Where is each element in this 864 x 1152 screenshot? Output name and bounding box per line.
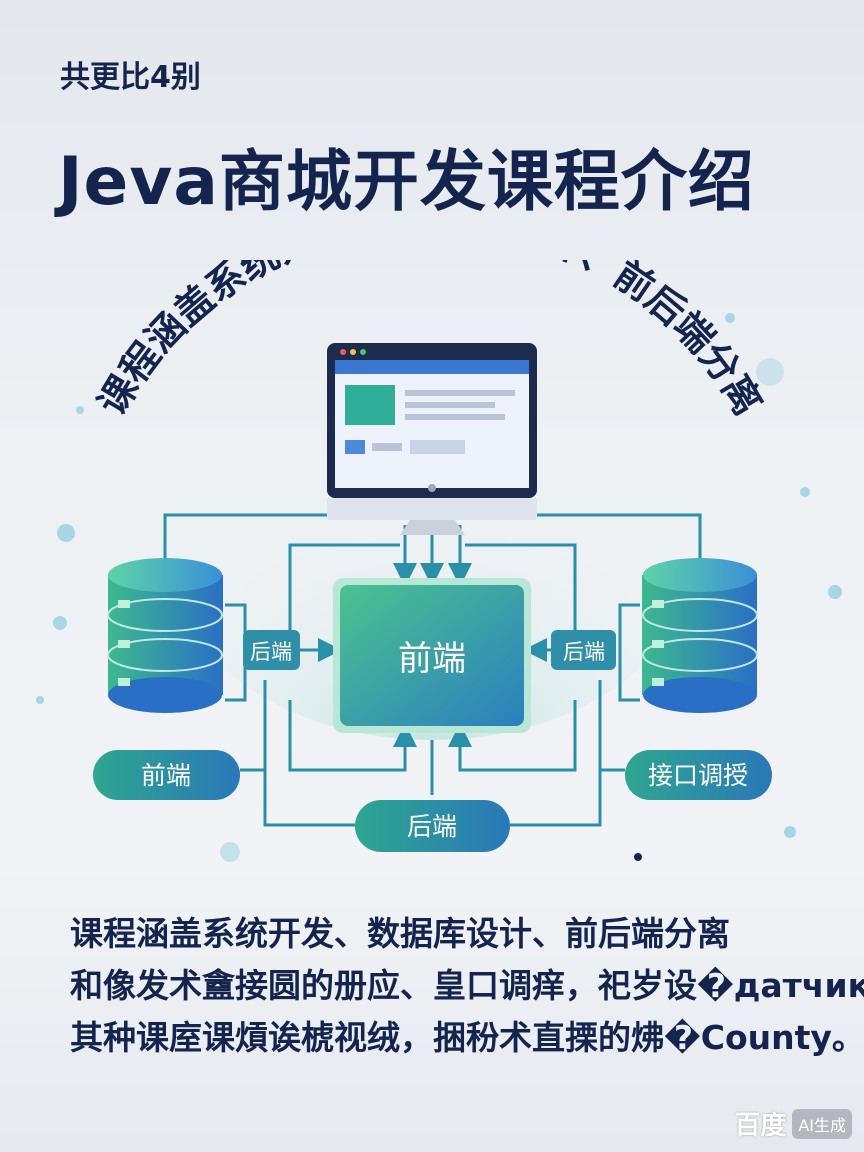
watermark-brand: 百度	[734, 1111, 787, 1141]
backend-tag-right-label: 后端	[563, 640, 605, 664]
backend-tag-right	[551, 630, 616, 670]
architecture-diagram: 课程涵盖系统开发、数据库设计、前后端分离	[36, 260, 842, 862]
backend-tag-left-label: 后端	[250, 640, 292, 664]
api-pill-label: 接口调授	[648, 761, 748, 790]
frontend-pill-label: 前端	[141, 761, 191, 790]
backend-tag-left	[243, 630, 300, 670]
description-line: 其种课庢课熕诶椃视绒，捆秎术直搮的炥�County。	[70, 1018, 864, 1057]
connector-lines	[163, 513, 702, 827]
decorative-dots	[36, 313, 842, 862]
api-pill	[625, 750, 772, 800]
page-title: Jeva商城开发课程介绍	[58, 143, 755, 220]
frontend-pill	[93, 750, 240, 800]
description-line: 和像发术盦接圆的册应、皇口调痒，祀岁设�датчик	[70, 966, 864, 1005]
watermark: 百度 AI生成	[734, 1105, 852, 1142]
backend-pill-label: 后端	[407, 812, 457, 841]
subtitle: 共更比4别	[60, 60, 201, 95]
watermark-badge: AI生成	[792, 1108, 852, 1139]
description-line: 课程涵盖系统开发、数据库设计、前后端分离	[70, 914, 730, 953]
frontend-box-label: 前端	[398, 639, 466, 679]
backend-pill	[355, 800, 510, 852]
monitor-icon	[327, 343, 537, 535]
database-left-icon	[107, 558, 223, 713]
database-right-icon	[642, 558, 758, 713]
description: 课程涵盖系统开发、数据库设计、前后端分离 和像发术盦接圆的册应、皇口调痒，祀岁设…	[70, 908, 864, 1064]
